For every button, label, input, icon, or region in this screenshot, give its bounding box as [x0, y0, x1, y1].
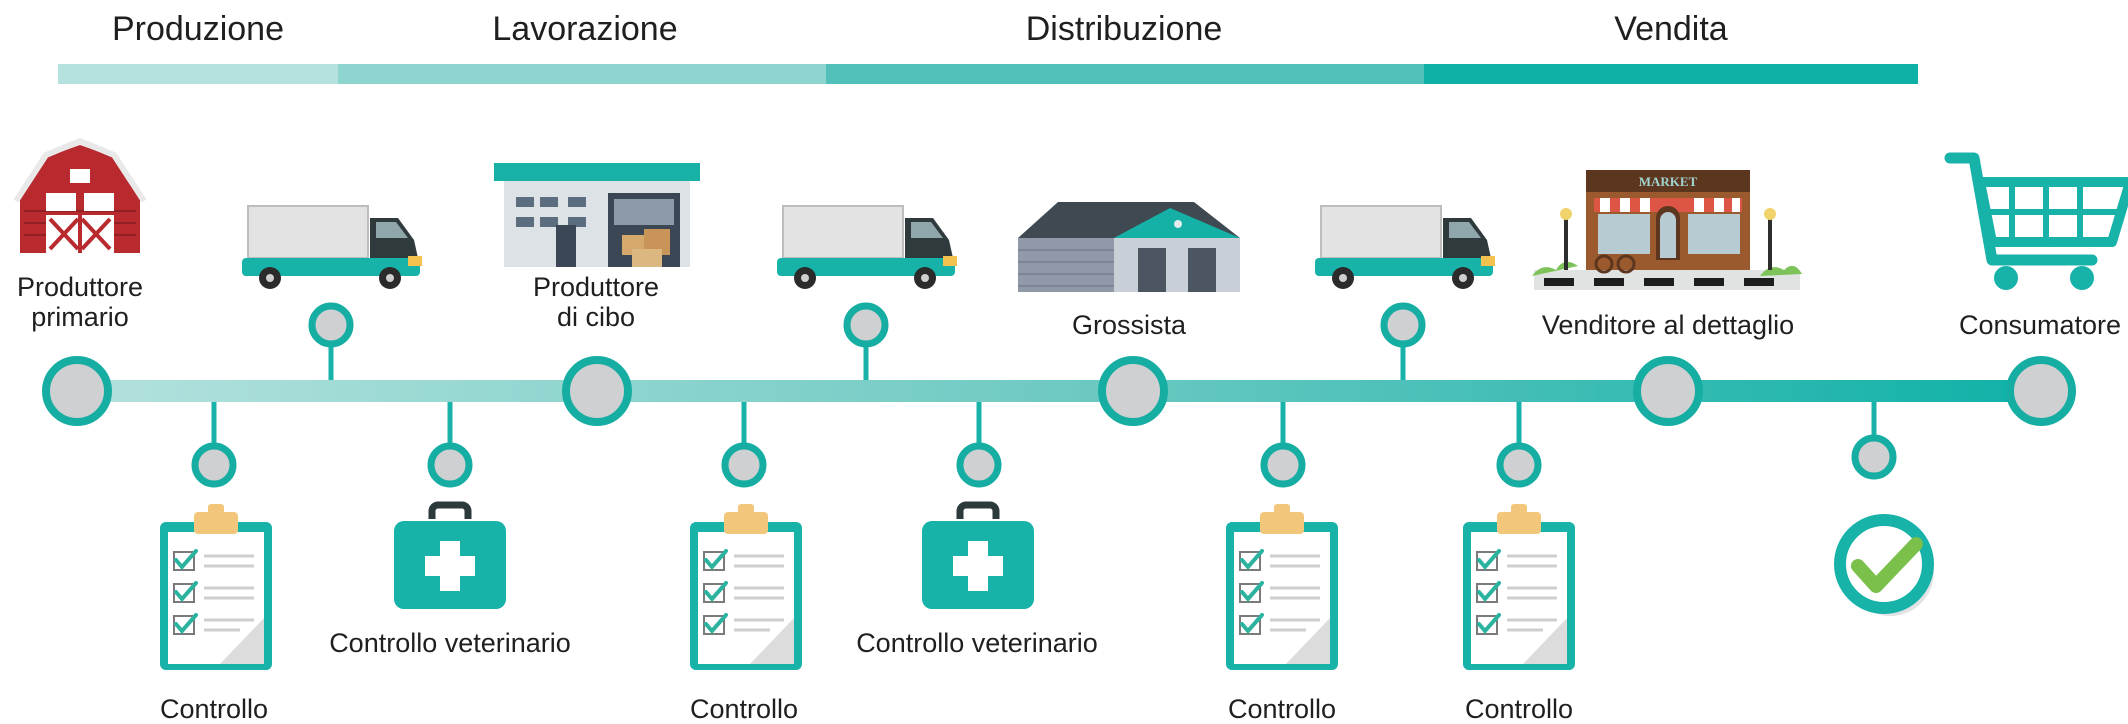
check-label: Controllo	[1227, 694, 1337, 724]
phase-label-lavorazione: Lavorazione	[492, 10, 678, 48]
clipboard-checklist-icon	[1224, 502, 1340, 672]
market-shop-icon: MARKET	[1532, 170, 1802, 290]
stage-label-grossista: Grossista	[1071, 310, 1187, 340]
phase-bar	[58, 64, 1918, 84]
warehouse-icon	[1018, 202, 1240, 292]
truck-icon	[1314, 205, 1496, 290]
check-label: Controllo	[689, 694, 799, 724]
stage-node	[2006, 356, 2076, 426]
medical-kit-icon	[922, 505, 1034, 609]
check-label: Controllo	[1464, 694, 1574, 724]
clipboard-checklist-icon	[688, 502, 804, 672]
stage-label-consumatore: Consumatore	[1958, 310, 2122, 340]
timeline-line	[58, 380, 2048, 402]
stage-label-produttore-primario: Produttore primario	[16, 272, 144, 333]
phase-label-vendita: Vendita	[1614, 10, 1728, 48]
stage-node	[1098, 356, 1168, 426]
stage-nodes	[42, 356, 2076, 426]
check-label: Controllo	[159, 694, 269, 724]
market-sign: MARKET	[1639, 174, 1698, 189]
stage-node	[42, 356, 112, 426]
clipboard-checklist-icon	[158, 502, 274, 672]
stage-node	[1633, 356, 1703, 426]
phase-segment	[58, 64, 338, 84]
stage-label-produttore-di-cibo: Produttore di cibo	[532, 272, 660, 333]
stage-label-venditore-al-dettaglio: Venditore al dettaglio	[1541, 310, 1795, 340]
transport-connectors	[308, 302, 1426, 380]
shopping-cart-icon	[1944, 152, 2128, 290]
phase-segment	[1424, 64, 1918, 84]
factory-icon	[494, 163, 700, 267]
barn-icon	[13, 137, 147, 253]
truck-icon	[776, 205, 958, 290]
phase-segment	[338, 64, 826, 84]
check-label-veterinario: Controllo veterinario	[329, 628, 571, 658]
clipboard-checklist-icon	[1461, 502, 1577, 672]
medical-kit-icon	[394, 505, 506, 609]
checkmark-badge-icon	[1834, 514, 1934, 616]
check-connectors	[191, 402, 1897, 488]
phase-label-produzione: Produzione	[111, 10, 285, 48]
phase-segment	[826, 64, 1424, 84]
stage-node	[562, 356, 632, 426]
check-label-veterinario: Controllo veterinario	[856, 628, 1098, 658]
truck-icon	[241, 205, 423, 290]
phase-label-distribuzione: Distribuzione	[1025, 10, 1223, 48]
